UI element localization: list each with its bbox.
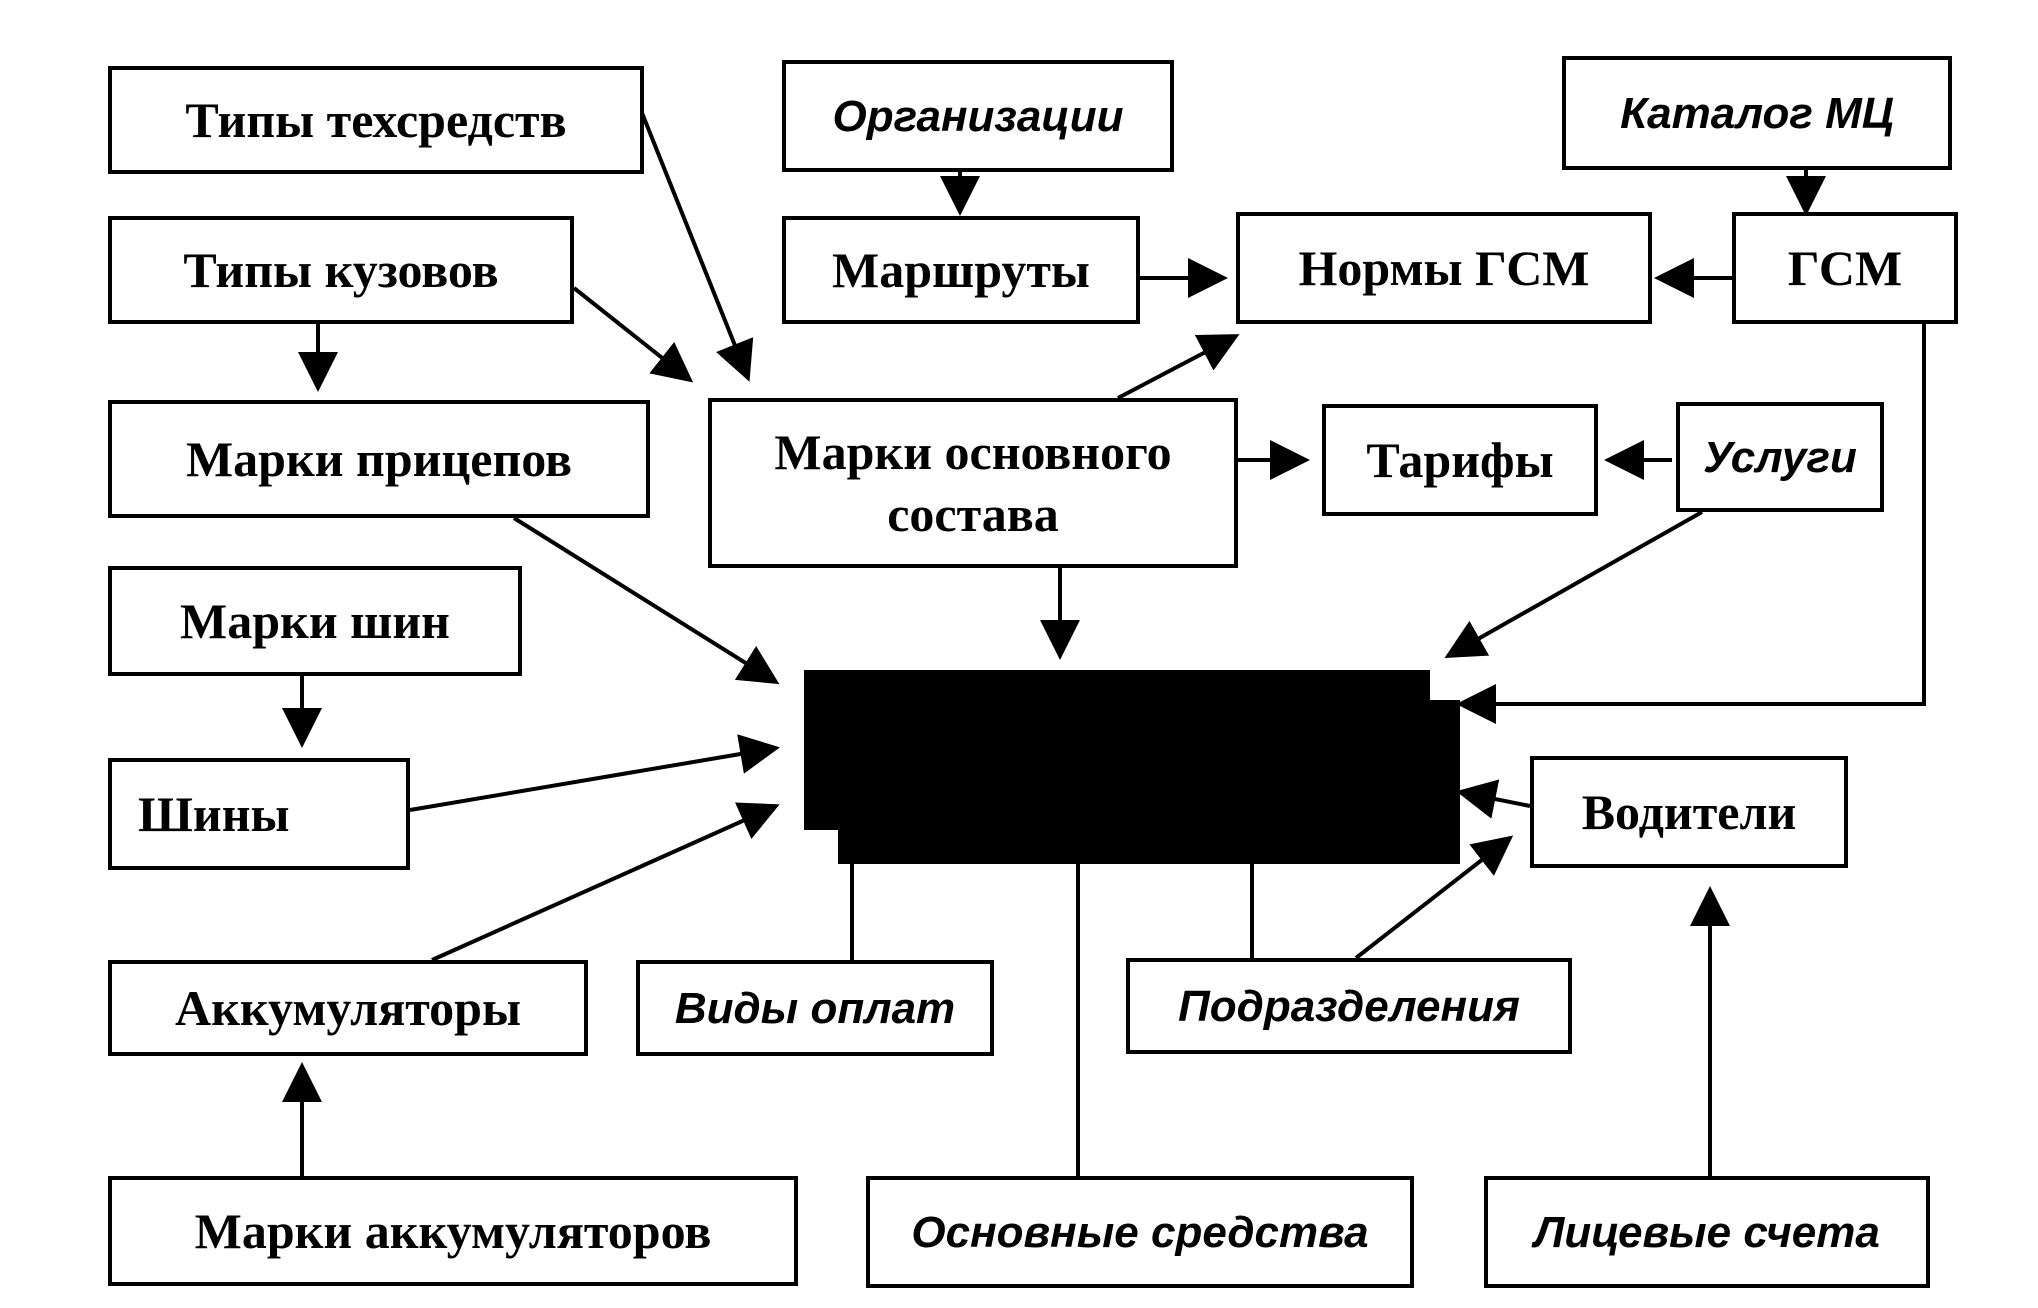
node-akkumulyatory: Аккумуляторы — [108, 960, 588, 1056]
node-licevye-scheta: Лицевые счета — [1484, 1176, 1930, 1288]
node-marshruty: Маршруты — [782, 216, 1140, 324]
node-tarify: Тарифы — [1322, 404, 1598, 516]
node-podrazdeleniya: Подразделения — [1126, 958, 1572, 1054]
node-label: Марки основного состава — [774, 423, 1172, 543]
node-katalog-mc: Каталог МЦ — [1562, 56, 1952, 170]
node-label: Марки шин — [180, 592, 450, 649]
node-label: Аккумуляторы — [174, 979, 522, 1036]
node-label: Нормы ГСМ — [1298, 239, 1590, 296]
node-label: Подразделения — [1178, 981, 1520, 1031]
node-marki-pricepov: Марки прицепов — [108, 400, 650, 518]
node-label: Каталог МЦ — [1620, 88, 1894, 138]
edge-akkumulyatory-to-central — [431, 802, 780, 962]
node-organizacii: Организации — [782, 60, 1174, 172]
node-label: Организации — [832, 91, 1124, 141]
node-tipy-kuzovov: Типы кузовов — [108, 216, 574, 324]
node-label: Шины — [138, 785, 290, 842]
central-block — [804, 670, 1430, 830]
node-label: Водители — [1581, 783, 1797, 840]
edge-gsm-to-central — [1456, 322, 1926, 724]
node-normy-gsm: Нормы ГСМ — [1236, 212, 1652, 324]
edge-marki-osnovnogo-to-normy-gsm — [1117, 334, 1240, 400]
edge-podrazdeleniya-to-voditeli — [1354, 835, 1514, 960]
node-shiny: Шины — [108, 758, 410, 870]
node-label: Тарифы — [1366, 431, 1554, 488]
node-label: Типы техсредств — [185, 91, 567, 148]
node-label: Основные средства — [911, 1207, 1369, 1257]
node-label: Типы кузовов — [183, 241, 499, 298]
node-gsm: ГСМ — [1732, 212, 1958, 324]
node-label: Марки аккумуляторов — [194, 1202, 712, 1259]
node-label: ГСМ — [1787, 239, 1903, 296]
edge-tipy-tehsredstv-to-marki-osnovnogo — [638, 107, 754, 382]
node-tipy-tehsredstv: Типы техсредств — [108, 66, 644, 174]
central-block-bottom — [838, 820, 1460, 864]
edge-shiny-to-central — [409, 734, 780, 812]
node-label: Услуги — [1703, 432, 1857, 482]
edge-marki-pricepov-to-central — [512, 516, 780, 685]
edge-voditeli-to-central — [1456, 779, 1531, 819]
node-voditeli: Водители — [1530, 756, 1848, 868]
node-marki-akkumulyatorov: Марки аккумуляторов — [108, 1176, 798, 1286]
node-marki-shin: Марки шин — [108, 566, 522, 676]
node-uslugi: Услуги — [1676, 402, 1884, 512]
node-label: Маршруты — [832, 241, 1090, 298]
node-osnovnye-sredstva: Основные средства — [866, 1176, 1414, 1288]
edge-uslugi-to-central — [1444, 510, 1703, 658]
node-label: Виды оплат — [674, 983, 956, 1033]
node-vidy-oplat: Виды оплат — [636, 960, 994, 1056]
node-marki-osnovnogo-sostava: Марки основного состава — [708, 398, 1238, 568]
node-label: Лицевые счета — [1534, 1207, 1880, 1257]
edge-tipy-kuzovov-to-marki-osnovnogo — [572, 286, 694, 383]
node-label: Марки прицепов — [185, 430, 573, 487]
